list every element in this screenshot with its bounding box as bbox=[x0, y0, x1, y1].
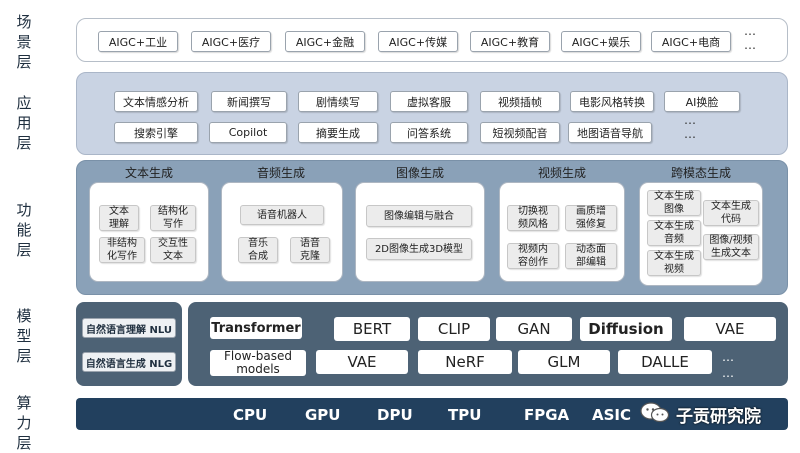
func-title-image: 图像生成 bbox=[395, 166, 444, 180]
model-nerf: NeRF bbox=[418, 350, 512, 374]
model-clip: CLIP bbox=[418, 317, 490, 341]
func-item: 切换视频风格 bbox=[507, 205, 559, 231]
func-item: 文本生成视频 bbox=[647, 250, 701, 276]
func-title-audio: 音频生成 bbox=[256, 166, 305, 180]
layer-label-scene: 场景层 bbox=[16, 13, 32, 71]
app-item: 问答系统 bbox=[390, 122, 468, 143]
func-item: 结构化写作 bbox=[150, 205, 196, 231]
nlg-box: 自然语言生成 NLG bbox=[82, 352, 176, 372]
layer-label-func: 功能层 bbox=[16, 201, 32, 259]
app-item: 摘要生成 bbox=[298, 122, 378, 143]
func-item: 画质增强修复 bbox=[565, 205, 617, 231]
scene-item: AIGC+电商 bbox=[651, 31, 731, 52]
app-item: 地图语音导航 bbox=[568, 122, 652, 143]
func-title-video: 视频生成 bbox=[537, 166, 586, 180]
scene-ellipsis-1: … bbox=[744, 24, 757, 38]
func-item: 语音机器人 bbox=[240, 205, 324, 225]
model-glm: GLM bbox=[518, 350, 610, 374]
func-item: 图像编辑与融合 bbox=[366, 205, 472, 227]
app-item: Copilot bbox=[209, 122, 287, 143]
hw-gpu: GPU bbox=[305, 406, 341, 424]
app-ellipsis-2: … bbox=[684, 127, 697, 141]
scene-item: AIGC+金融 bbox=[285, 31, 365, 52]
func-item: 文本生成代码 bbox=[703, 200, 759, 226]
model-ellipsis-2: … bbox=[722, 366, 735, 380]
func-title-cross: 跨模态生成 bbox=[670, 166, 731, 180]
nl-panel bbox=[76, 302, 182, 386]
layer-label-app: 应用层 bbox=[16, 94, 32, 152]
func-box-image bbox=[355, 182, 485, 282]
func-title-text: 文本生成 bbox=[124, 166, 173, 180]
func-item: 动态面部编辑 bbox=[565, 243, 617, 269]
layer-label-model: 模型层 bbox=[16, 307, 32, 365]
model-transformer: Transformer bbox=[210, 317, 302, 339]
scene-ellipsis-2: … bbox=[744, 38, 757, 52]
app-ellipsis-1: … bbox=[684, 113, 697, 127]
app-item: 短视频配音 bbox=[480, 122, 560, 143]
hw-cpu: CPU bbox=[233, 406, 268, 424]
func-box-text bbox=[89, 182, 209, 282]
app-item: 搜索引擎 bbox=[114, 122, 198, 143]
model-vae-2: VAE bbox=[316, 350, 408, 374]
func-item: 文本理解 bbox=[99, 205, 139, 231]
model-dalle: DALLE bbox=[618, 350, 712, 374]
scene-item: AIGC+传媒 bbox=[378, 31, 458, 52]
func-item: 音乐合成 bbox=[238, 237, 278, 263]
layer-label-compute: 算力层 bbox=[16, 394, 32, 452]
func-item: 语音克隆 bbox=[290, 237, 330, 263]
compute-layer bbox=[76, 398, 788, 430]
model-gan: GAN bbox=[496, 317, 572, 341]
model-ellipsis-1: … bbox=[722, 350, 735, 364]
nlu-box: 自然语言理解 NLU bbox=[82, 318, 176, 338]
func-item: 交互性文本 bbox=[150, 237, 196, 263]
hw-dpu: DPU bbox=[377, 406, 413, 424]
func-item: 2D图像生成3D模型 bbox=[366, 238, 472, 260]
func-item: 非结构化写作 bbox=[99, 237, 145, 263]
wechat-icon bbox=[640, 402, 670, 424]
func-box-audio bbox=[221, 182, 343, 282]
scene-item: AIGC+娱乐 bbox=[561, 31, 641, 52]
func-item: 图像/视频生成文本 bbox=[703, 234, 759, 260]
app-item: 电影风格转换 bbox=[570, 91, 654, 112]
app-item: 新闻撰写 bbox=[211, 91, 287, 112]
hw-tpu: TPU bbox=[448, 406, 482, 424]
model-flow-based: Flow-based models bbox=[210, 350, 306, 376]
scene-item: AIGC+教育 bbox=[470, 31, 550, 52]
func-item: 文本生成图像 bbox=[647, 190, 701, 216]
hw-fpga: FPGA bbox=[524, 406, 570, 424]
scene-item: AIGC+工业 bbox=[98, 31, 178, 52]
func-item: 文本生成音频 bbox=[647, 220, 701, 246]
app-item: 虚拟客服 bbox=[390, 91, 468, 112]
hw-asic: ASIC bbox=[592, 406, 632, 424]
model-diffusion: Diffusion bbox=[580, 317, 672, 341]
app-item: 文本情感分析 bbox=[114, 91, 198, 112]
model-vae: VAE bbox=[684, 317, 776, 341]
app-item: 视频插帧 bbox=[480, 91, 560, 112]
app-item: 剧情续写 bbox=[298, 91, 378, 112]
scene-item: AIGC+医疗 bbox=[191, 31, 271, 52]
watermark-text: 子贡研究院 bbox=[676, 407, 761, 427]
app-item: AI换脸 bbox=[664, 91, 740, 112]
func-item: 视频内容创作 bbox=[507, 243, 559, 269]
model-bert: BERT bbox=[334, 317, 410, 341]
